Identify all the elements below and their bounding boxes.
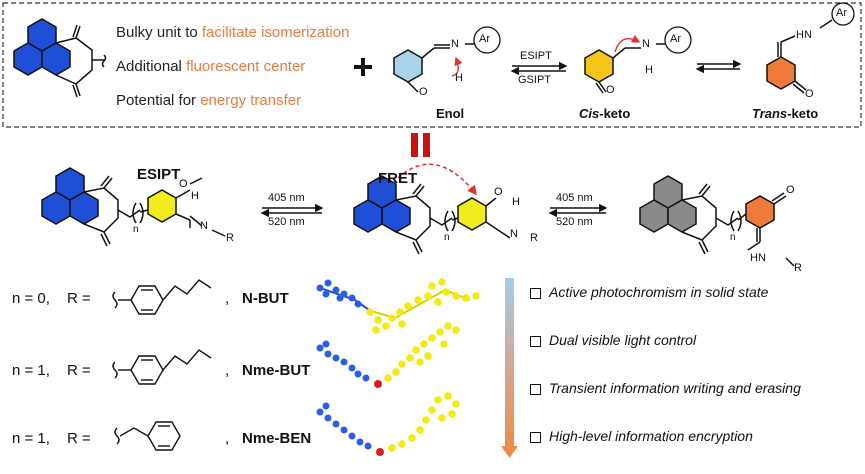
center-sub-n: n	[444, 232, 450, 243]
cis-keto-rest: -keto	[599, 106, 631, 121]
arrow1-bottom-label: 520 nm	[268, 216, 305, 228]
crystal-structure-nbut	[316, 278, 480, 334]
salicyl-ring-center	[457, 197, 487, 231]
feature-energy: Potential for energy transfer	[116, 92, 301, 109]
property-checkbox-4	[530, 432, 541, 443]
property-checkbox-2	[530, 336, 541, 347]
row2-name: Nme-BUT	[242, 362, 311, 379]
left-atom-h: H	[191, 190, 199, 202]
esipt-arrow-label: ESIPT	[520, 50, 552, 62]
row1-r: R =	[67, 290, 91, 307]
row3-n: n = 1,	[12, 430, 50, 447]
cis-atom-o: O	[606, 84, 615, 96]
r-group-butylphenyl-1	[112, 279, 212, 315]
right-sub-n: n	[730, 232, 736, 243]
feature-energy-plain: Potential for	[116, 92, 201, 109]
photo-switch-arrows-1	[260, 203, 324, 218]
property-checkbox-3	[530, 384, 541, 395]
left-atom-n: N	[200, 220, 208, 232]
crystal-structure-nmeben	[316, 392, 460, 456]
left-atom-r: R	[226, 232, 234, 244]
keto-ring-right	[745, 195, 775, 229]
property-checkbox-1	[530, 288, 541, 299]
feature-fluorescent-plain: Additional	[116, 58, 187, 75]
feature-bulky: Bulky unit to facilitate isomerization	[116, 24, 349, 41]
trans-ar-label: Ar	[836, 7, 847, 19]
trans-keto-rest: -keto	[787, 106, 819, 121]
enol-atom-h: H	[455, 72, 463, 84]
right-atom-hn: HN	[750, 252, 766, 264]
feature-energy-highlight: energy transfer	[200, 92, 302, 109]
row1-name: N-BUT	[242, 290, 289, 307]
enol-atom-n: N	[451, 38, 459, 50]
row3-comma: ,	[225, 430, 230, 447]
trans-keto-label: Trans-keto	[752, 106, 818, 121]
imide-ring-top	[55, 24, 107, 98]
fret-label: FRET	[378, 170, 418, 187]
row2-comma: ,	[225, 362, 230, 379]
arrow1-top-label: 405 nm	[268, 192, 305, 204]
salicyl-ring-left	[147, 189, 177, 223]
plus-sign	[354, 58, 372, 76]
left-atom-o: O	[179, 178, 188, 190]
trans-atom-o: O	[805, 88, 814, 100]
red-equals-mark	[411, 133, 430, 157]
isomerization-arrows	[695, 59, 742, 74]
crystal-structure-nmebut	[316, 322, 460, 388]
enol-label: Enol	[436, 106, 465, 121]
property-1: Active photochromism in solid state	[549, 284, 769, 300]
enol-ar-label: Ar	[479, 33, 490, 45]
right-atom-o: O	[786, 184, 795, 196]
row1-comma: ,	[225, 290, 230, 307]
row1-n: n = 0,	[12, 290, 50, 307]
arrow2-top-label: 405 nm	[556, 192, 593, 204]
cis-atom-n: N	[642, 38, 650, 50]
photo-switch-arrows-2	[548, 203, 608, 218]
property-3: Transient information writing and erasin…	[549, 380, 801, 396]
arrow2-bottom-label: 520 nm	[556, 216, 593, 228]
trans-keto-structure	[766, 2, 855, 94]
trans-keto-italic: Trans	[752, 106, 788, 121]
cis-keto-structure	[584, 26, 692, 94]
row2-n: n = 1,	[12, 362, 50, 379]
feature-fluorescent: Additional fluorescent center	[116, 58, 305, 75]
cis-keto-italic: Cis	[579, 106, 600, 121]
cis-keto-label: Cis-keto	[579, 106, 630, 121]
center-atom-r: R	[530, 232, 538, 244]
enol-atom-o: O	[419, 86, 428, 98]
center-atom-h: H	[512, 196, 520, 208]
cis-atom-h: H	[645, 64, 653, 76]
naphthalimide-top-structure	[13, 18, 71, 76]
top-dashed-box	[2, 2, 862, 128]
feature-fluorescent-highlight: fluorescent center	[186, 58, 306, 75]
gradient-arrow	[501, 278, 518, 458]
naphthalimide-left-structure	[41, 167, 99, 225]
r-group-benzyl	[114, 421, 181, 451]
center-atom-n: N	[510, 228, 518, 240]
feature-bulky-highlight: facilitate isomerization	[201, 24, 350, 41]
property-4: High-level information encryption	[549, 428, 753, 444]
r-group-butylphenyl-2	[112, 349, 212, 385]
feature-bulky-plain: Bulky unit to	[116, 24, 202, 41]
enol-structure	[393, 26, 501, 93]
row3-name: Nme-BEN	[242, 430, 312, 447]
right-atom-r: R	[794, 262, 802, 274]
left-sub-n: n	[133, 224, 139, 235]
property-2: Dual visible light control	[549, 332, 697, 348]
cis-ar-label: Ar	[670, 33, 681, 45]
esipt-label: ESIPT	[137, 166, 181, 183]
row2-r: R =	[67, 362, 91, 379]
gsipt-arrow-label: GSIPT	[518, 74, 552, 86]
center-atom-o: O	[494, 186, 503, 198]
naphthalimide-right-structure	[639, 175, 697, 233]
esipt-equilibrium-arrows	[510, 61, 568, 76]
fret-arrow	[397, 163, 478, 196]
row3-r: R =	[67, 430, 91, 447]
trans-atom-hn: HN	[796, 29, 812, 41]
